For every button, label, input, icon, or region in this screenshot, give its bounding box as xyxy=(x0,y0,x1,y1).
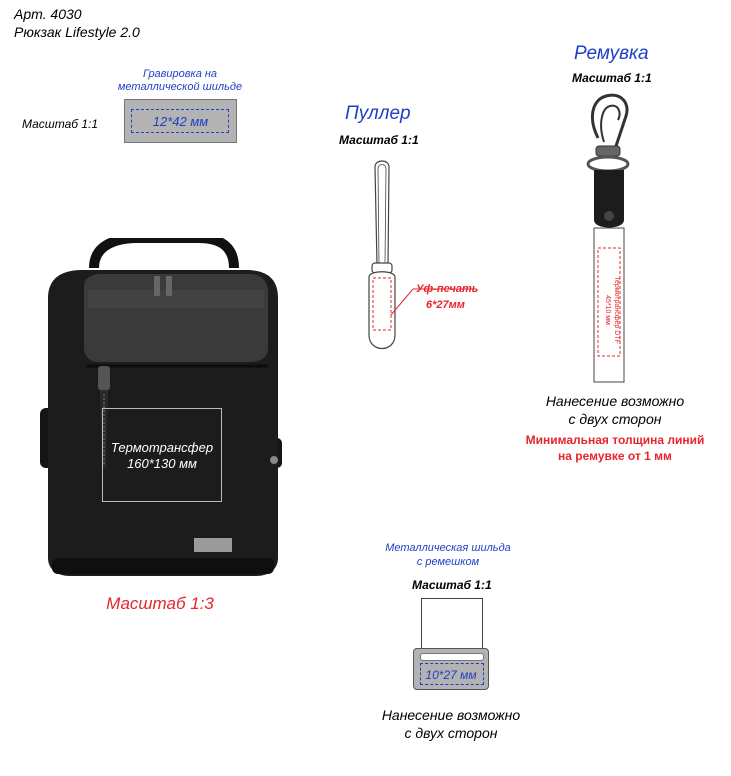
metal-plate-title-line1: Металлическая шильда xyxy=(385,542,511,554)
backpack-image xyxy=(40,238,282,576)
puller-title: Пуллер xyxy=(345,103,411,124)
backpack-print-label: Термотрансфер 160*130 мм xyxy=(92,440,232,472)
engraving-area xyxy=(131,109,229,133)
metal-plate-title-line2: с ремешком xyxy=(416,556,480,568)
strap-note: Нанесение возможно с двух сторон xyxy=(520,392,710,428)
backpack-print-label-line2: 160*130 мм xyxy=(127,456,197,471)
strap-warning: Минимальная толщина линий на ремувке от … xyxy=(500,432,730,464)
article-number: Арт. 4030 xyxy=(14,6,82,22)
metal-plate-strap xyxy=(421,598,483,651)
strap-scale: Масштаб 1:1 xyxy=(572,71,652,85)
backpack-print-area xyxy=(102,408,222,502)
puller-print-label: Уф-печать xyxy=(416,283,479,295)
puller-scale: Масштаб 1:1 xyxy=(339,133,419,147)
engraving-title-line1: Гравировка на xyxy=(142,68,218,80)
strap-warning-line1: Минимальная толщина линий xyxy=(525,433,705,447)
metal-plate-engrave-area xyxy=(420,663,484,685)
metal-plate-scale: Масштаб 1:1 xyxy=(412,578,492,592)
engraving-scale: Масштаб 1:1 xyxy=(22,117,99,131)
strap-print-text-line1: Термотрансфер DTF xyxy=(613,276,620,344)
product-name: Рюкзак Lifestyle 2.0 xyxy=(14,24,140,40)
metal-plate-size: 10*27 мм xyxy=(425,668,477,682)
engraving-size: 12*42 мм xyxy=(152,114,209,129)
strap-print-text: Термотрансфер DTF 45*10 мм xyxy=(601,265,621,355)
metal-plate-slot xyxy=(420,653,484,661)
strap-print-text-line2: 45*10 мм xyxy=(604,295,611,325)
metal-plate-note-line2: с двух сторон xyxy=(404,725,498,741)
metal-plate-title: Металлическая шильда с ремешком xyxy=(368,541,528,569)
puller-print-size: 6*27мм xyxy=(426,299,465,311)
strap-warning-line2: на ремувке от 1 мм xyxy=(558,449,672,463)
metal-plate-note: Нанесение возможно с двух сторон xyxy=(356,706,546,742)
engraving-title: Гравировка на металлической шильде xyxy=(110,68,250,94)
metal-plate: 10*27 мм xyxy=(413,648,489,690)
strap-drawing xyxy=(586,93,630,383)
metal-plate-note-line1: Нанесение возможно xyxy=(381,707,521,723)
strap-note-line1: Нанесение возможно xyxy=(545,393,685,409)
strap-title: Ремувка xyxy=(574,43,649,64)
engraving-plate: 12*42 мм xyxy=(124,99,237,143)
engraving-title-line2: металлической шильде xyxy=(117,81,243,93)
puller-drawing xyxy=(368,160,473,350)
backpack-print-label-line1: Термотрансфер xyxy=(110,440,214,455)
backpack-scale: Масштаб 1:3 xyxy=(106,594,214,613)
strap-note-line2: с двух сторон xyxy=(568,411,662,427)
